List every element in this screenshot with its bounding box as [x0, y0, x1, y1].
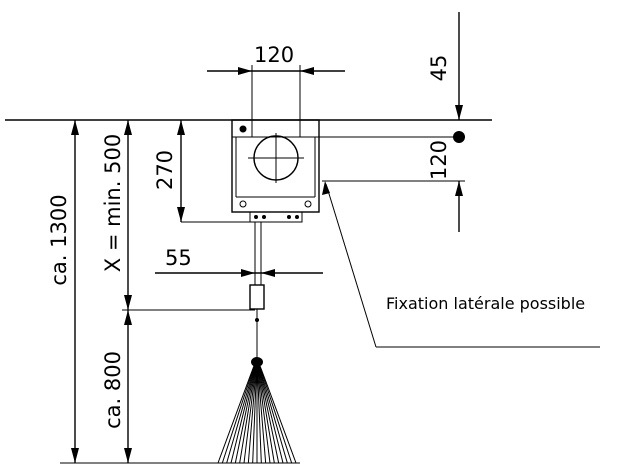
box-height-label: 120	[427, 140, 451, 180]
cable	[249, 222, 265, 358]
lateral-fixing-leader	[322, 181, 600, 348]
total-length-dimension	[60, 120, 300, 464]
side-55-dimension	[155, 269, 323, 277]
total-length-label: ca. 1300	[47, 194, 71, 285]
brush-strand	[217, 357, 258, 464]
lateral-fixing-note: Fixation latérale possible	[386, 294, 585, 313]
brush-length-dimension	[124, 310, 132, 463]
side-offset-label: 55	[165, 246, 192, 270]
brush-fan	[217, 357, 297, 464]
min-length-dimension	[122, 120, 255, 311]
brush-strand	[256, 357, 293, 464]
brush-strand	[256, 357, 297, 464]
box-drop-label: 270	[153, 150, 177, 190]
min-length-label: X = min. 500	[101, 134, 125, 272]
brush-head	[251, 357, 263, 367]
brush-length-label: ca. 800	[101, 351, 125, 429]
width-top-label: 120	[254, 43, 294, 67]
offset-top-label: 45	[427, 55, 451, 82]
drop-270-dimension	[177, 120, 250, 223]
brush-strand	[221, 357, 258, 464]
top-width-dimension	[207, 65, 345, 120]
housing-box	[231, 119, 320, 223]
box-height-dimension	[318, 131, 465, 232]
top-offset-dimension	[455, 12, 463, 120]
